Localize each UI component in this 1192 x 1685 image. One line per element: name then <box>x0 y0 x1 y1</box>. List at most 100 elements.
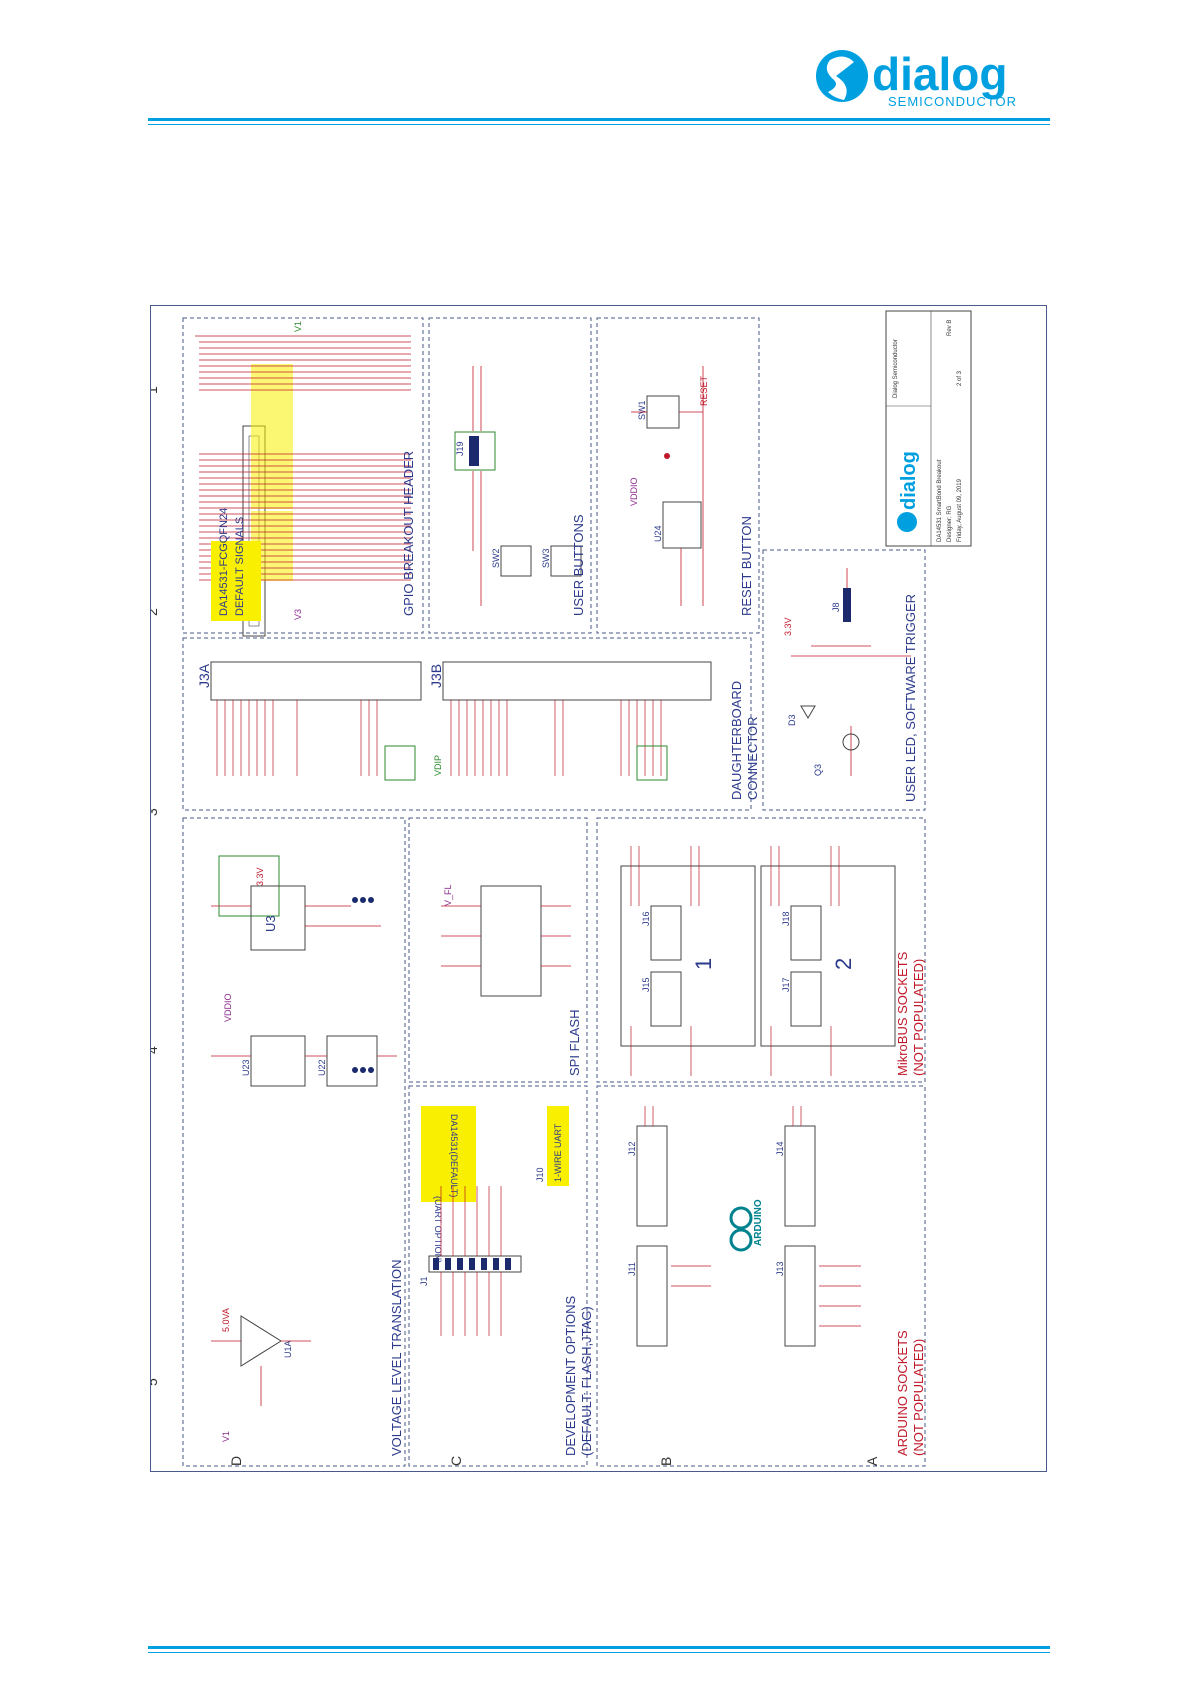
gpio-block-title: GPIO BREAKOUT HEADER <box>401 451 416 616</box>
logo-brand: dialog <box>872 48 1007 100</box>
j1-label: J1 <box>419 1276 429 1286</box>
q3-label: Q3 <box>813 764 823 776</box>
schematic-sheet: D C B A 5 4 3 2 1 J2 <box>150 305 1047 1472</box>
j13-label: J13 <box>775 1261 785 1276</box>
uart-default-label: DA14531(DEFAULT) <box>449 1114 459 1197</box>
j19-label: J19 <box>455 441 465 456</box>
footer-rule-thin <box>148 1652 1050 1653</box>
u22-label: U22 <box>317 1059 327 1076</box>
title-block-frame <box>885 310 972 547</box>
uart-option-box <box>421 1106 476 1202</box>
arduino-block: J12 J11 J14 J13 ARDUINO ARDUINO SOCKETS … <box>627 1106 926 1456</box>
net-v3-gpio: V3 <box>293 609 303 620</box>
j17-body <box>790 971 822 1027</box>
jumper-3b-outline <box>636 745 668 781</box>
row-label-c: C <box>448 1456 464 1466</box>
frame-dev-options <box>408 1085 588 1467</box>
reset-block: SW1 U24 RESET VDDIO RESET BUTTON <box>629 366 754 616</box>
u3-body <box>250 885 306 951</box>
net-3v3-led: 3.3V <box>783 617 793 636</box>
net-v1-u1a: V1 <box>221 1431 231 1442</box>
row-label-d: D <box>228 1456 244 1466</box>
dev-options-block: (UART OPTION) DA14531(DEFAULT) 1-WIRE UA… <box>419 1106 594 1456</box>
spi-flash-title: SPI FLASH <box>567 1010 582 1076</box>
header-rule-thin <box>148 124 1050 125</box>
user-buttons-title: USER BUTTONS <box>571 514 586 616</box>
frame-voltage-translation <box>182 817 406 1467</box>
title-block-brand: dialog <box>898 451 920 510</box>
net-vddio-u23: VDDIO <box>223 993 233 1022</box>
uart-option-label: (UART OPTION) <box>433 1196 443 1263</box>
row-label-b: B <box>658 1457 674 1466</box>
arduino-title-line1: ARDUINO SOCKETS <box>895 1330 910 1456</box>
j3b-body <box>442 661 712 701</box>
default-signals-line2: DEFAULT SIGNALS <box>234 517 246 616</box>
net-5v0a: 5.0VA <box>221 1308 231 1332</box>
u23-body <box>250 1035 306 1087</box>
j15-label: J15 <box>641 977 651 992</box>
sw1-body <box>646 395 680 429</box>
col-label-2: 2 <box>151 608 160 616</box>
mikrobus-number-2: 2 <box>831 958 856 970</box>
spi-block: V_FL SPI FLASH <box>441 884 582 1076</box>
frame-user-buttons <box>428 317 592 634</box>
net-v1-gpio: V1 <box>293 321 303 332</box>
frame-mikrobus <box>596 817 926 1083</box>
j10-label: J10 <box>535 1167 545 1182</box>
one-wire-label: 1-WIRE UART <box>553 1123 563 1182</box>
j19-header <box>469 436 479 466</box>
j12-body <box>636 1125 668 1227</box>
j3a-label: J3A <box>196 663 212 688</box>
title-block: dialog Dialog Semiconductor DA14531 Smar… <box>885 310 972 547</box>
sw3-body <box>550 545 582 577</box>
reset-button-title: RESET BUTTON <box>739 516 754 616</box>
mikrobus-block: J16 J15 J18 J17 1 2 MikroBUS SOCKETS (NO… <box>620 846 926 1076</box>
col-label-1: 1 <box>151 386 160 394</box>
d3-label: D3 <box>787 714 797 726</box>
dialog-logo: dialog SEMICONDUCTOR <box>800 40 1050 120</box>
arduino-logo <box>729 1206 753 1252</box>
net-reset: RESET <box>699 375 709 406</box>
frame-gpio-header <box>182 317 424 634</box>
buttons-block: J19 SW2 SW3 USER BUTTONS <box>454 366 586 616</box>
col-label-5: 5 <box>151 1378 160 1386</box>
sw1-label: SW1 <box>637 400 647 420</box>
frame-daughterboard <box>182 637 752 811</box>
u23-label: U23 <box>241 1059 251 1076</box>
mikrobus-title-line1: MikroBUS SOCKETS <box>895 951 910 1076</box>
mikrobus-2-frame <box>760 865 896 1047</box>
dev-options-title-line2: (DEFAULT: FLASH,JTAG) <box>579 1306 594 1456</box>
j13-body <box>784 1245 816 1347</box>
arduino-title-line2: (NOT POPULATED) <box>911 1339 926 1456</box>
mikrobus-number-1: 1 <box>691 958 716 970</box>
u24-body <box>662 501 702 549</box>
gpio-block: J2 DA14531-FCGQFN24 DEFAULT SIGNALS GPIO… <box>195 321 416 637</box>
u3-label: U3 <box>263 915 278 932</box>
default-signals-line1: DA14531-FCGQFN24 <box>218 508 230 616</box>
dev-options-title-line1: DEVELOPMENT OPTIONS <box>563 1296 578 1456</box>
j3a-body <box>210 661 422 701</box>
sw2-body <box>500 545 532 577</box>
daughterboard-title-line1: DAUGHTERBOARD <box>729 681 744 800</box>
j19-outline <box>454 431 496 471</box>
daughterboard-block: J3A J3B VDIP DAUGHTERBOARD CONNECTOR <box>196 661 760 800</box>
frame-user-led <box>762 549 926 811</box>
spi-flash-chip <box>480 885 542 997</box>
frame-reset-button <box>596 317 760 634</box>
row-label-a: A <box>864 1456 880 1466</box>
title-block-designer: Designer: RG <box>947 505 953 542</box>
j18-label: J18 <box>781 911 791 926</box>
arduino-logo-text: ARDUINO <box>753 1199 764 1246</box>
frame-arduino <box>596 1085 926 1467</box>
daughterboard-title-line2: CONNECTOR <box>745 716 760 800</box>
col-label-4: 4 <box>151 1046 160 1054</box>
j15-body <box>650 971 682 1027</box>
j3b-label: J3B <box>428 664 444 688</box>
net-vddio-reset: VDDIO <box>629 477 639 506</box>
schematic-drawing: D C B A 5 4 3 2 1 J2 <box>151 310 972 1467</box>
voltage-block: U3 U23 U22 U1A 3.3V VDDIO 5.0VA V1 VOLTA… <box>211 855 404 1456</box>
sw2-label: SW2 <box>491 548 501 568</box>
j8-header <box>843 588 851 622</box>
net-vdip: VDIP <box>433 755 443 776</box>
net-vfl-spi: V_FL <box>443 884 453 906</box>
